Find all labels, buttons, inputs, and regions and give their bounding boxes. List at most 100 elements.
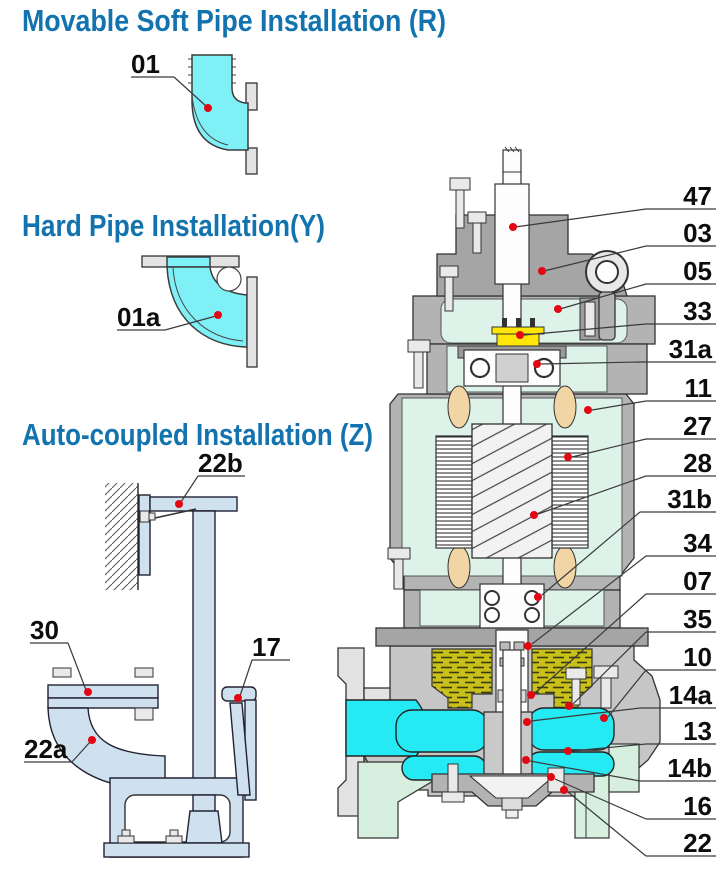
part-number-16: 16 bbox=[683, 791, 712, 821]
flange-nut bbox=[134, 707, 154, 721]
part-marker-dot bbox=[523, 718, 531, 726]
part-marker-dot bbox=[530, 511, 538, 519]
part-number-01a: 01a bbox=[117, 302, 161, 332]
brace-rod bbox=[154, 508, 197, 519]
lifting-eye-hole bbox=[595, 260, 619, 284]
elbow-r-wall-line bbox=[191, 95, 229, 146]
callout-10: 10 bbox=[600, 642, 716, 722]
oil-plug-shank bbox=[571, 678, 581, 706]
part-number-35: 35 bbox=[683, 604, 712, 634]
bolt-shank bbox=[444, 276, 454, 312]
elbow-r-upper-flange bbox=[245, 82, 258, 111]
bolt-shank bbox=[393, 558, 404, 590]
callout-07: 07 bbox=[527, 566, 716, 699]
part-marker-dot bbox=[84, 688, 92, 696]
part-number-14a: 14a bbox=[669, 680, 713, 710]
part-number-05: 05 bbox=[683, 256, 712, 286]
part-marker-dot bbox=[524, 642, 532, 650]
stator-winding bbox=[553, 385, 577, 429]
title-auto-coupled: Auto-coupled Installation (Z) bbox=[22, 417, 373, 452]
terminal-pin bbox=[502, 318, 507, 327]
callout-22b: 22b bbox=[175, 448, 245, 508]
part-marker-dot bbox=[509, 223, 517, 231]
bolt-head bbox=[387, 547, 411, 560]
part-marker-dot bbox=[547, 773, 555, 781]
part-marker-dot bbox=[560, 786, 568, 794]
suction-nut bbox=[501, 797, 523, 811]
elbow-r-lower-flange bbox=[245, 147, 258, 175]
part-marker-dot bbox=[534, 593, 542, 601]
elbow-y-outlet-flange bbox=[246, 276, 258, 368]
suction-bolt bbox=[505, 809, 519, 819]
part-marker-dot bbox=[533, 360, 541, 368]
base-bolt-head bbox=[121, 829, 131, 837]
terminal-pin bbox=[516, 318, 521, 327]
part-number-27: 27 bbox=[683, 411, 712, 441]
part-number-22: 22 bbox=[683, 828, 712, 858]
bolt-head bbox=[467, 211, 487, 224]
title-hard-pipe: Hard Pipe Installation(Y) bbox=[22, 208, 325, 243]
part-marker-dot bbox=[538, 267, 546, 275]
bearing-ball bbox=[484, 590, 500, 606]
callout-16: 16 bbox=[547, 773, 716, 821]
callout-27: 27 bbox=[564, 411, 716, 461]
stator-winding bbox=[447, 385, 471, 429]
stator-winding bbox=[447, 545, 471, 589]
volute-lower-right bbox=[527, 751, 615, 777]
bolt-head bbox=[439, 265, 459, 278]
figure-auto-coupled bbox=[47, 483, 257, 858]
callout-30: 30 bbox=[30, 615, 92, 696]
cover-bolt-shank bbox=[455, 189, 465, 229]
callout-35: 35 bbox=[565, 604, 716, 710]
part-marker-dot bbox=[234, 694, 242, 702]
bolt-shank bbox=[472, 222, 482, 254]
shaft-tip-hatch bbox=[503, 146, 521, 173]
bearing-ball bbox=[484, 607, 500, 623]
callout-14a: 14a bbox=[523, 680, 716, 726]
flange-bolt-head bbox=[134, 667, 154, 678]
seal-ring bbox=[499, 641, 511, 651]
part-number-22b: 22b bbox=[198, 448, 243, 478]
part-marker-dot bbox=[88, 736, 96, 744]
part-marker-dot bbox=[554, 305, 562, 313]
callout-22: 22 bbox=[560, 786, 716, 858]
bolt-head bbox=[407, 339, 431, 353]
figure-movable-soft-pipe-elbow bbox=[188, 54, 258, 175]
pump-cross-section bbox=[337, 146, 661, 839]
bearing-ball bbox=[524, 607, 540, 623]
part-number-33: 33 bbox=[683, 296, 712, 326]
volute-passage-right bbox=[527, 707, 615, 751]
callout-28: 28 bbox=[530, 448, 716, 519]
elbow-r-body bbox=[191, 54, 249, 151]
suction-cone bbox=[468, 775, 556, 799]
callout-34: 34 bbox=[524, 528, 716, 650]
base-bolt bbox=[117, 835, 135, 844]
oil-plug-head bbox=[565, 667, 587, 680]
base-bolt-head bbox=[169, 829, 179, 837]
part-number-47: 47 bbox=[683, 181, 712, 211]
bolt-shank bbox=[413, 351, 424, 389]
shaft-lower bbox=[502, 649, 522, 777]
terminal-pin bbox=[530, 318, 535, 327]
guide-pipe-foot bbox=[185, 810, 223, 844]
callout-13: 13 bbox=[564, 716, 716, 755]
wall-plate bbox=[138, 494, 151, 576]
shaft-collar bbox=[494, 183, 530, 285]
bolt-shank bbox=[600, 677, 612, 709]
rotor bbox=[471, 423, 553, 559]
base-plate bbox=[103, 842, 250, 858]
oil-chamber-left bbox=[431, 648, 493, 709]
callout-11: 11 bbox=[584, 373, 716, 414]
seal-ring bbox=[513, 641, 525, 651]
part-marker-dot bbox=[175, 500, 183, 508]
bottom-bolt-head bbox=[441, 791, 465, 803]
bracket-bolt bbox=[139, 510, 150, 523]
stator-core-left bbox=[435, 435, 473, 549]
callout-31a: 31a bbox=[533, 334, 716, 368]
part-marker-dot bbox=[600, 714, 608, 722]
elbow-y-wall-line bbox=[172, 267, 244, 342]
callout-01a: 01a bbox=[117, 302, 222, 332]
bearing-inner-race bbox=[495, 353, 529, 383]
